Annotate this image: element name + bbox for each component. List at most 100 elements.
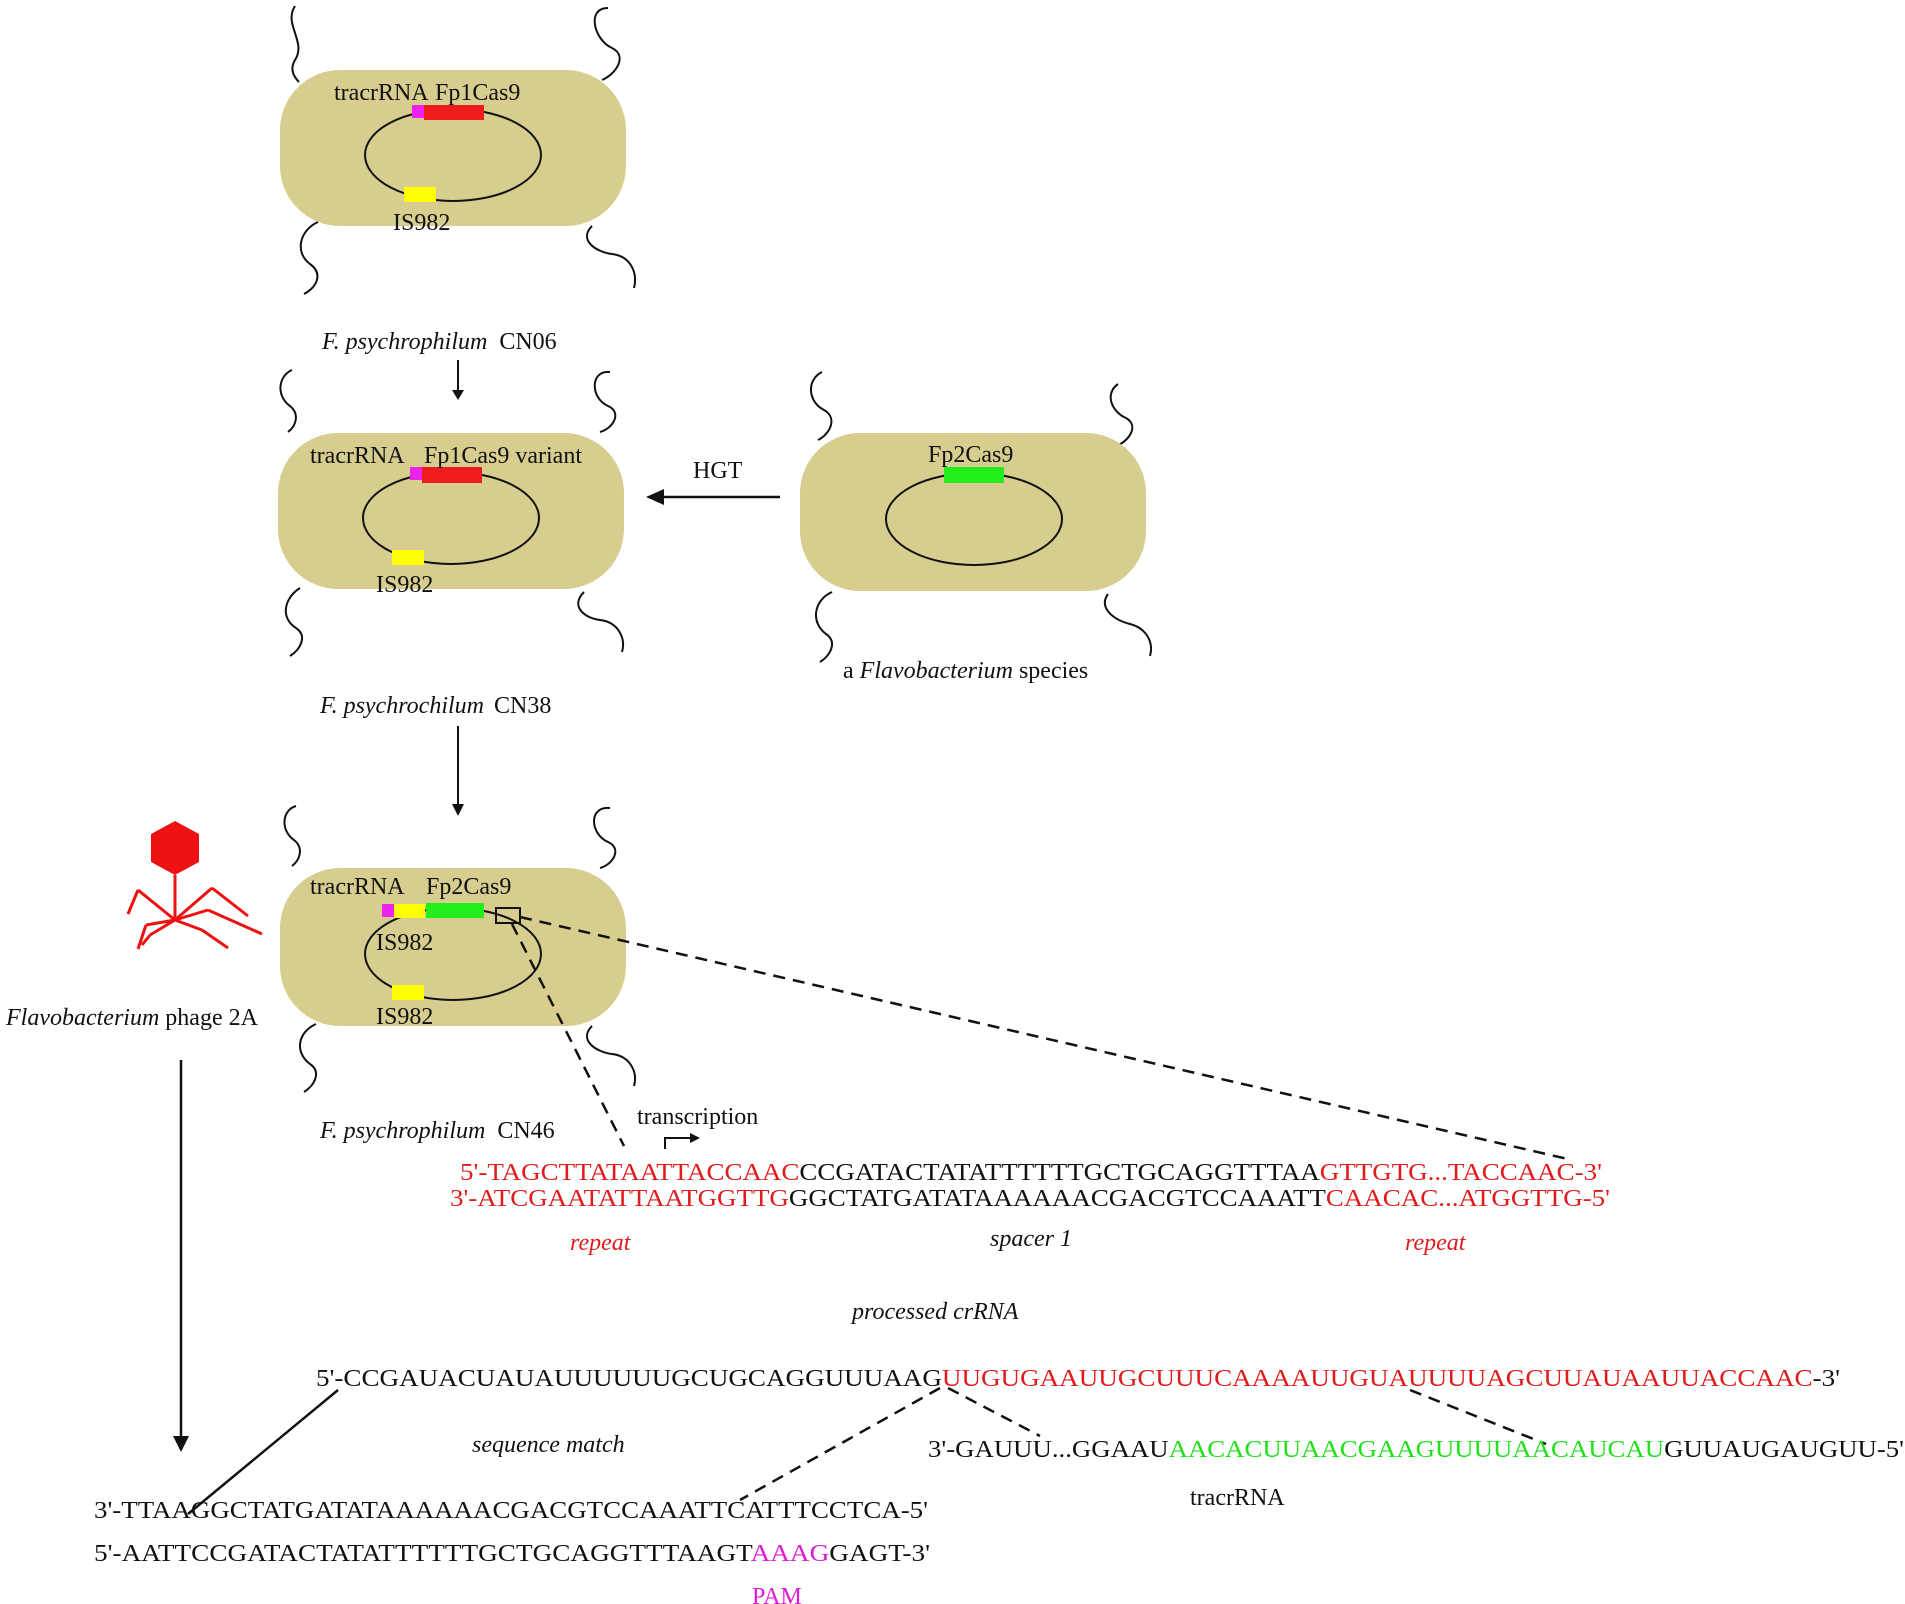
phage-genus: Flavobacterium [5, 1005, 159, 1031]
tracrrna-gene [410, 467, 422, 480]
flagellum [585, 1025, 636, 1087]
phage-label: Flavobacterium phage 2A [5, 1005, 259, 1031]
tracrrna-gene [412, 105, 424, 118]
match-line [187, 1389, 339, 1515]
arrow-down-phage [173, 1060, 189, 1452]
is982-label: IS982 [376, 1004, 433, 1030]
arrow-down-2 [452, 726, 464, 816]
donor-species-label: a Flavobacterium species [843, 658, 1088, 684]
crrna-spacer: 5'-CCGAUACUAUAUUUUUUGCUGCAGGUUUAAG [316, 1366, 942, 1392]
flagellum [585, 225, 636, 289]
fp2cas9-gene [426, 903, 484, 918]
cell-body [280, 868, 626, 1026]
fp1cas9-variant-label: Fp1Cas9 variant [424, 443, 582, 469]
tracr-end: GUUAUGAUGUU-5' [1664, 1437, 1904, 1463]
hgt-arrow [646, 489, 780, 505]
flagellum [299, 1023, 318, 1093]
crrna-end: -3' [1813, 1366, 1840, 1392]
donor-cell: Fp2Cas9 [800, 371, 1152, 663]
is982-gene [394, 904, 425, 918]
cell-cn06: tracrRNA Fp1Cas9 IS982 [280, 5, 636, 295]
spacer-label: spacer 1 [990, 1226, 1072, 1252]
fp2cas9-label: Fp2Cas9 [426, 874, 511, 900]
flagellum [299, 221, 319, 295]
donor-suffix: species [1013, 658, 1088, 684]
tracrrna-gene [382, 904, 394, 917]
transcription-arrow [664, 1133, 700, 1149]
repeat-label-left: repeat [570, 1230, 632, 1256]
repeat-seq: 5'-TAGCTTATAATTACCAAC [460, 1160, 799, 1186]
repeat-label-right: repeat [1405, 1230, 1467, 1256]
cell-cn46: tracrRNA Fp2Cas9 IS982 IS982 [280, 805, 636, 1093]
tracrrna-label: tracrRNA [310, 874, 405, 900]
spacer-seq: CCGATACTATATTTTTTGCTGCAGGTTTAA [799, 1160, 1320, 1186]
sequence-match-label: sequence match [472, 1432, 625, 1458]
donor-prefix: a [843, 658, 860, 684]
strain-id: CN06 [499, 329, 556, 355]
repeat-seq: 3'-ATCGAATATTAATGGTTG [450, 1186, 789, 1212]
cell-body [278, 433, 624, 589]
flagellum [290, 5, 300, 83]
protospacer: 5'-AATTCCGATACTATATTTTTTGCTGCAGGTTTAAGT [94, 1541, 753, 1567]
fp2cas9-gene [944, 467, 1004, 483]
strain-label-cn06: F. psychrophilum CN06 [321, 329, 557, 355]
strain-label-cn38: F. psychrochilum CN38 [319, 693, 551, 719]
is982-gene [392, 550, 424, 565]
tracrrna-label: tracrRNA [334, 80, 429, 106]
strain-id: CN38 [494, 693, 551, 719]
match-line [739, 1386, 941, 1502]
pair-line [1409, 1388, 1547, 1446]
phage-head [151, 821, 199, 875]
crrna-repeat: UUGUGAAUUGCUUUCAAAAUUGUAUUUUAGCUUAUAAUUA… [942, 1366, 1813, 1392]
flagellum [285, 587, 304, 657]
cell-body [800, 433, 1146, 591]
is982-gene [392, 985, 424, 1000]
species-name: F. psychrochilum [319, 693, 484, 719]
crispr-array-box [495, 907, 521, 924]
pam-seq: AAAG [751, 1541, 830, 1567]
species-name: F. psychrophilum [321, 329, 487, 355]
transcription-label: transcription [637, 1104, 758, 1130]
tracr-start: 3'-GAUUU...GGAAU [928, 1437, 1169, 1463]
repeat-seq: CAACAC...ATGGTTG-5' [1326, 1186, 1610, 1212]
flagellum [279, 369, 297, 433]
flagellum [593, 7, 621, 81]
zoom-line [510, 923, 626, 1147]
flagellum [810, 371, 833, 441]
target-strand-1: 3'-TTAAGGCTATGATATAAAAAACGACGTCCAAATTCAT… [94, 1498, 928, 1524]
hgt-label: HGT [693, 458, 743, 484]
is982-label: IS982 [376, 572, 433, 598]
cell-body [280, 70, 626, 226]
target-end: GAGT-3' [829, 1541, 930, 1567]
flagellum [1103, 593, 1152, 657]
fp1cas9-label: Fp1Cas9 [435, 80, 520, 106]
donor-genus: Flavobacterium [859, 658, 1013, 684]
pair-line [947, 1386, 1041, 1438]
is982-label: IS982 [393, 210, 450, 236]
pam-label: PAM [752, 1584, 802, 1604]
crrna-title: processed crRNA [850, 1299, 1019, 1325]
cell-cn38: tracrRNA Fp1Cas9 variant IS982 [278, 369, 624, 657]
phage-suffix: phage 2A [159, 1005, 258, 1031]
tracrrna-label: tracrRNA [310, 443, 405, 469]
arrow-down-1 [452, 360, 464, 400]
species-name: F. psychrophilum [319, 1118, 485, 1144]
spacer-seq: GGCTATGATATAAAAAACGACGTCCAAATT [789, 1186, 1326, 1212]
repeat-seq: GTTGTG...TACCAAC-3' [1320, 1160, 1602, 1186]
fp2cas9-label: Fp2Cas9 [928, 442, 1013, 468]
tracr-antirepeat: AACACUUAACGAAGUUUUAACAUCAU [1169, 1437, 1664, 1463]
flagellum [815, 591, 834, 663]
fp1cas9-gene [424, 105, 484, 120]
phage-2a [126, 821, 263, 950]
tracrrna-seq-label: tracrRNA [1190, 1485, 1285, 1511]
fp1cas9-variant-gene [422, 467, 482, 483]
is982-label: IS982 [376, 930, 433, 956]
is982-gene [404, 187, 436, 202]
